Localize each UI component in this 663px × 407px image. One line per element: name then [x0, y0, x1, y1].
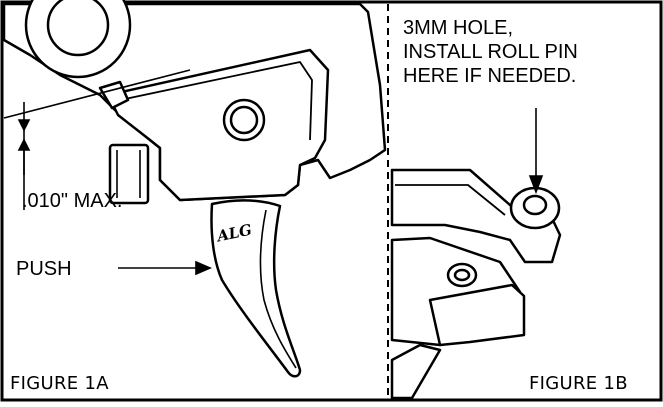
hole-arrowhead — [528, 175, 544, 195]
figure-1b-caption: FIGURE 1B — [529, 373, 628, 394]
push-arrowhead — [195, 260, 213, 276]
trigger-face-line — [259, 209, 297, 369]
lever-edge — [395, 184, 506, 216]
receiver-boss-inner — [46, 0, 110, 57]
lower-hole-inner — [453, 268, 471, 282]
trigger-housing — [106, 48, 330, 202]
note-line-2: INSTALL ROLL PIN — [403, 41, 578, 63]
figure-1b-drawing — [390, 168, 562, 400]
push-label: PUSH — [16, 258, 72, 280]
safety-plunger — [108, 143, 150, 205]
flat-bar — [428, 283, 526, 347]
gap-dimension — [17, 102, 31, 210]
push-arrow — [118, 260, 213, 276]
pin-hole-3mm — [522, 194, 548, 216]
trigger-tip-b — [390, 343, 442, 400]
gap-label: .010" MAX. — [22, 190, 123, 212]
gap-reference-line — [3, 69, 191, 119]
figure-1a-drawing — [2, 0, 387, 378]
trigger-blade — [210, 199, 302, 378]
note-line-3: HERE IF NEEDED. — [403, 65, 577, 87]
housing-edge — [119, 61, 313, 141]
pin-hole-inner — [229, 105, 259, 135]
hole-leader — [528, 108, 544, 195]
note-line-1: 3MM HOLE, — [403, 17, 514, 39]
gap-arrow-down — [17, 119, 31, 132]
figure-1a-caption: FIGURE 1A — [10, 373, 109, 394]
lever-arm — [390, 168, 562, 264]
